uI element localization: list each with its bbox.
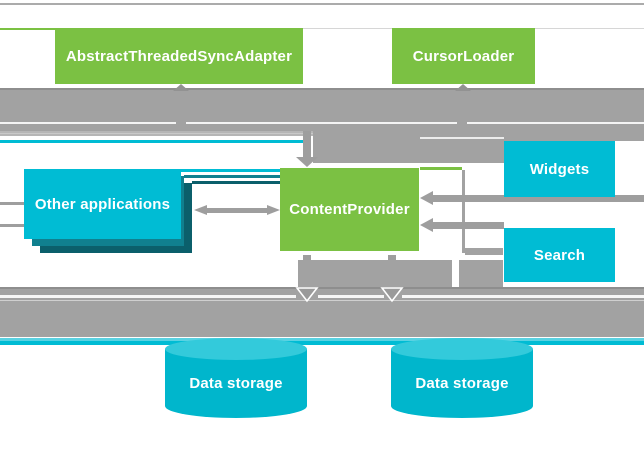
cylinder-shape [165,338,307,418]
band-highlight-line [318,295,384,298]
down-arrow-icon-storage-left [295,287,319,303]
top-border-line [0,3,644,5]
left-edge-connector-line [0,224,24,227]
search-label: Search [533,246,586,264]
gray-band-substrip-line [0,133,313,134]
green-hairline [0,28,55,30]
sync-adapter-label: AbstractThreadedSyncAdapter [65,47,293,65]
widgets-node: Widgets [504,141,615,197]
storage-arrow-stem-left [303,255,311,261]
widgets-to-content-provider-arrow-shaft [433,194,644,202]
gray-connector-block [298,260,452,288]
cursor-loader-node: CursorLoader [392,28,535,84]
storage-arrowheads [295,287,404,303]
cylinder-shape [391,338,533,418]
data-storage-label: Data storage [189,374,283,392]
data-storage-cylinder-left: Data storage [165,338,307,429]
up-arrow-icon-to-cursor-loader [455,84,471,91]
vertical-connector-line [462,170,465,253]
search-to-content-provider-arrow-shaft [433,221,504,229]
left-edge-connector-line [0,202,24,205]
connector-bar [465,248,503,255]
gray-band-bottom-edge [0,287,644,289]
up-arrow-icon-to-sync-adapter [173,84,189,91]
cyan-hairline-storage-level-light [0,338,644,341]
data-storage-label: Data storage [415,374,509,392]
down-arrow-icon-storage-right [380,287,404,303]
band-highlight-line [402,295,644,298]
storage-arrow-stem-right [388,255,396,261]
double-arrow-shaft-other-apps-content-provider [206,208,268,213]
left-arrow-icon-widgets [420,191,433,205]
band-highlight-line [467,122,644,124]
band-highlight-line [186,122,457,124]
down-arrow-shaft-into-content-provider [303,131,311,158]
gray-band-right-upper [313,131,644,141]
gray-band-right-lower [313,141,504,163]
green-smear-line [420,167,462,170]
down-arrow-icon-into-content-provider [296,157,318,167]
gray-band-top-edge [0,88,644,90]
stack-smear-line-dark [192,181,280,184]
band-highlight-line [420,137,504,139]
left-arrow-icon-search [420,218,433,232]
band-highlight-line [0,295,296,298]
stack-smear-line-cyan [181,169,280,172]
top-hairline-right [535,28,644,29]
band-highlight-line [0,122,176,124]
cursor-loader-label: CursorLoader [412,47,515,65]
stack-smear-line-teal [184,175,280,178]
content-provider-node: ContentProvider [280,168,419,251]
right-arrow-icon [267,205,280,215]
widgets-label: Widgets [529,160,590,178]
other-applications-label: Other applications [34,195,171,213]
top-hairline-mid [303,28,392,29]
cyan-hairline-widgets-level [0,140,304,143]
gray-connector-block [459,260,503,288]
search-node: Search [504,228,615,282]
other-applications-node: Other applications [24,169,181,239]
sync-adapter-node: AbstractThreadedSyncAdapter [55,28,303,84]
data-storage-cylinder-right: Data storage [391,338,533,429]
cyan-hairline-storage-level [0,341,644,345]
gray-band-top [0,88,644,131]
content-provider-label: ContentProvider [289,201,410,218]
left-arrow-icon [194,205,207,215]
band-highlight-line-faint [0,299,644,301]
